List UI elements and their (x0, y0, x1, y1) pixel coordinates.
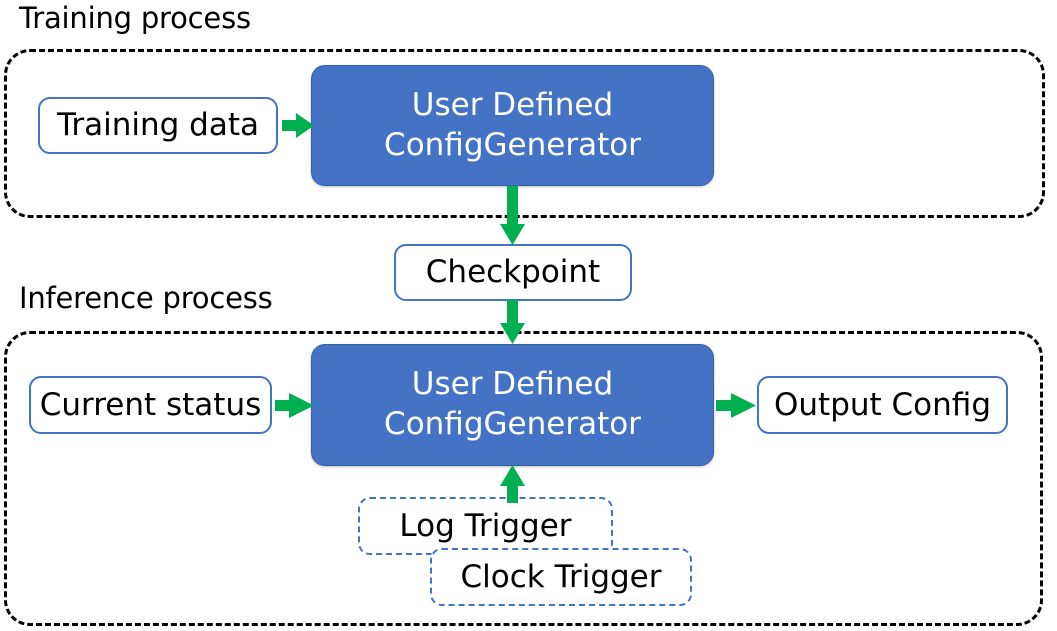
current-status-box[interactable]: Current status (29, 376, 272, 434)
training-data-label: Training data (57, 107, 259, 143)
inference-config-generator-line2: ConfigGenerator (384, 406, 641, 442)
output-config-box[interactable]: Output Config (757, 376, 1008, 434)
log-trigger-box[interactable]: Log Trigger (358, 497, 613, 555)
inference-config-generator-line1: User Defined (411, 366, 614, 403)
clock-trigger-box[interactable]: Clock Trigger (430, 548, 692, 606)
training-config-generator-box[interactable]: User Defined ConfigGenerator (311, 65, 714, 186)
checkpoint-label: Checkpoint (425, 254, 601, 290)
output-config-label: Output Config (774, 386, 991, 423)
training-config-generator-line2: ConfigGenerator (384, 126, 641, 163)
checkpoint-box[interactable]: Checkpoint (394, 244, 632, 301)
log-trigger-label: Log Trigger (399, 507, 572, 544)
inference-process-label: Inference process (19, 281, 273, 315)
training-process-container (4, 49, 1045, 218)
clock-trigger-label: Clock Trigger (460, 558, 662, 595)
inference-config-generator-box[interactable]: User Defined ConfigGenerator (311, 344, 714, 466)
training-data-box[interactable]: Training data (38, 97, 278, 154)
training-config-generator-line1: User Defined (411, 86, 614, 123)
current-status-label: Current status (39, 386, 262, 423)
training-process-label: Training process (19, 1, 251, 35)
